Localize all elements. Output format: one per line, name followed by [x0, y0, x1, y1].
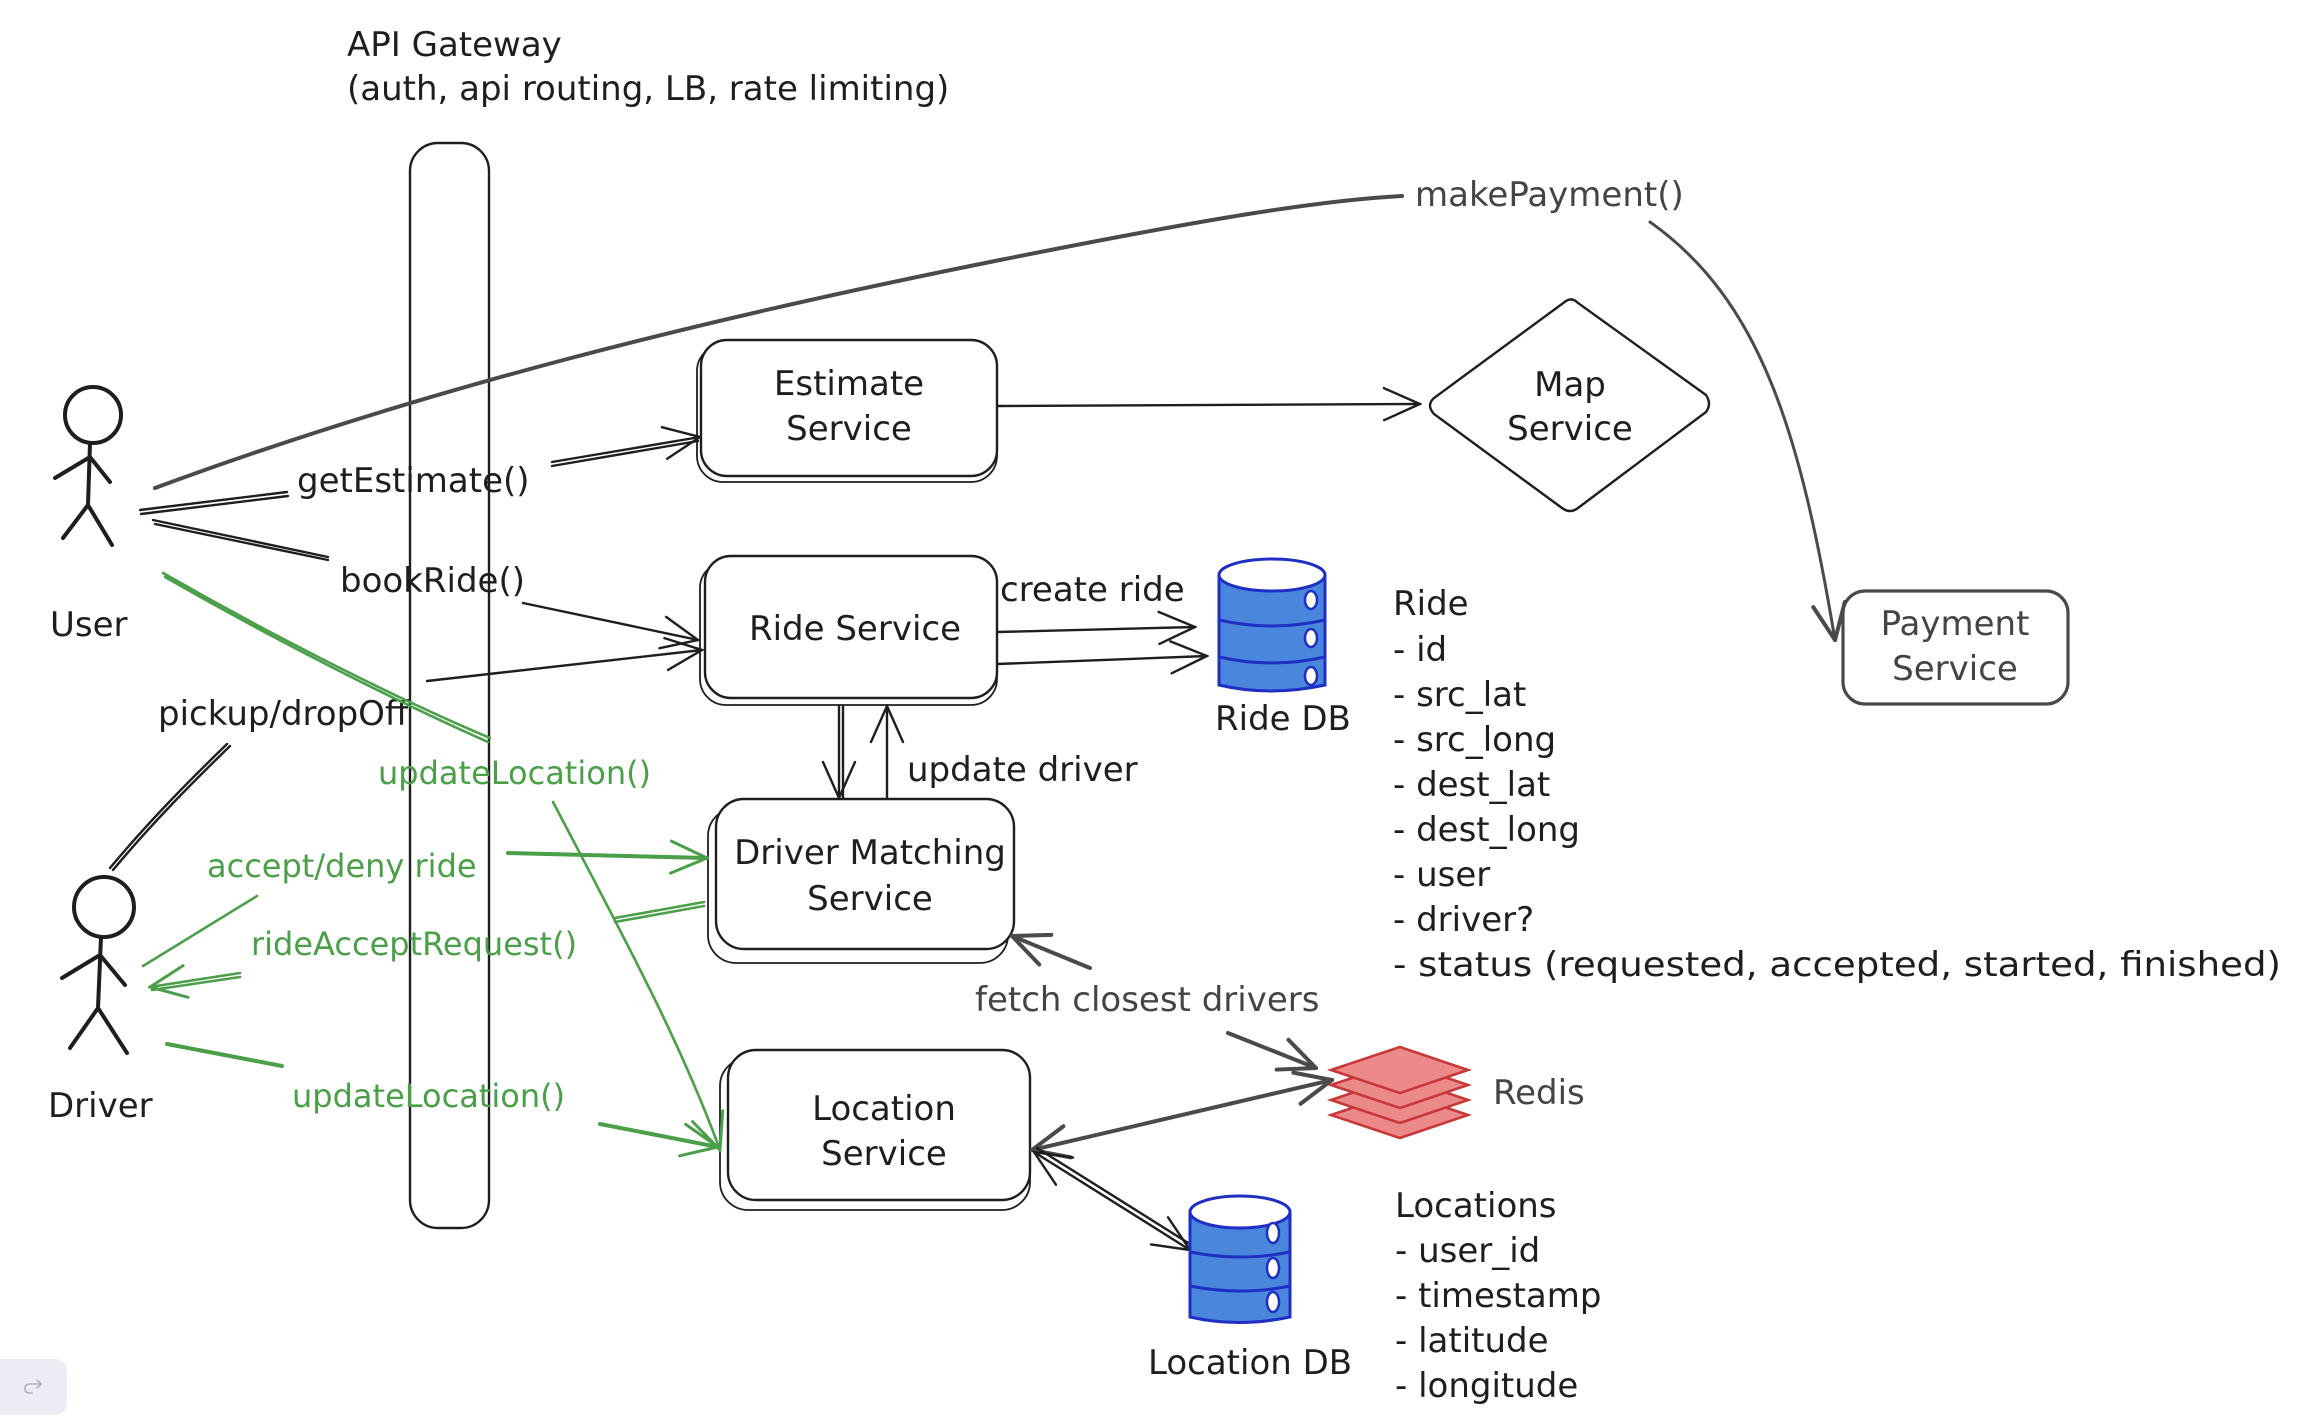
map-service-line1: Map — [1534, 365, 1606, 405]
driver-head-icon — [72, 875, 136, 939]
driver-accept-line[interactable] — [141, 894, 259, 968]
map-service[interactable]: Map Service — [1428, 298, 1711, 513]
ride-db[interactable]: Ride DB — [1215, 557, 1351, 739]
locations-field: - longitude — [1395, 1366, 1578, 1406]
estimate-service-line1: Estimate — [774, 364, 924, 404]
create-ride-arrow-1[interactable] — [995, 627, 1195, 632]
update-location-top-label: updateLocation() — [378, 754, 651, 792]
ride-field: - dest_lat — [1393, 765, 1550, 805]
fetch-to-matching-arrow[interactable] — [1012, 936, 1092, 970]
ride-service-label: Ride Service — [749, 609, 961, 649]
ride-field: - src_long — [1393, 720, 1556, 760]
driver-matching-line1: Driver Matching — [734, 833, 1006, 873]
ride-schema: Ride - id - src_lat - src_long - dest_la… — [1393, 584, 2281, 985]
estimate-service[interactable]: Estimate Service — [696, 338, 999, 483]
pickup-dropoff-edge-line[interactable] — [108, 742, 232, 872]
get-estimate-edge-line[interactable] — [138, 490, 290, 516]
ride-field: - dest_long — [1393, 810, 1580, 850]
fetch-closest-label: fetch closest drivers — [975, 980, 1319, 1020]
make-payment-to-payment-arrow[interactable] — [1648, 220, 1835, 640]
payment-service-line2: Service — [1892, 649, 2018, 689]
location-db-arrow-stroke — [1035, 1146, 1195, 1248]
ride-field: - id — [1393, 630, 1447, 670]
book-ride-edge-line[interactable] — [151, 518, 330, 562]
accept-deny-label: accept/deny ride — [207, 847, 477, 885]
driver-update-location-line[interactable] — [165, 1042, 284, 1068]
update-location-bottom-label: updateLocation() — [292, 1077, 565, 1115]
location-db-arrow[interactable] — [1034, 1152, 1190, 1250]
book-ride-label: bookRide() — [340, 561, 525, 601]
ride-service[interactable]: Ride Service — [699, 554, 999, 706]
book-ride-arrow[interactable] — [521, 601, 698, 640]
pickup-dropoff-label: pickup/dropOff — [158, 694, 410, 734]
locations-schema-title: Locations — [1395, 1186, 1557, 1226]
get-estimate-label: getEstimate() — [297, 461, 530, 501]
locations-schema: Locations - user_id - timestamp - latitu… — [1395, 1186, 1601, 1406]
driver-matching-line2: Service — [807, 879, 933, 919]
location-db[interactable]: Location DB — [1148, 1194, 1352, 1383]
user-actor[interactable]: User — [50, 385, 128, 645]
driver-actor[interactable]: Driver — [48, 875, 153, 1126]
ride-accept-request-arrow-stroke — [150, 975, 242, 992]
create-ride-arrow-2[interactable] — [995, 656, 1207, 664]
ride-accept-request-arrow[interactable] — [150, 973, 242, 987]
ride-db-label: Ride DB — [1215, 699, 1351, 739]
api-gateway-pillar[interactable] — [408, 141, 491, 1230]
accept-deny-arrow[interactable] — [506, 853, 707, 858]
driver-matching-service[interactable]: Driver Matching Service — [707, 797, 1016, 964]
location-redis-arrow[interactable] — [1032, 1080, 1332, 1150]
ride-accept-request-label: rideAcceptRequest() — [251, 925, 577, 963]
ride-field: - user — [1393, 855, 1490, 895]
ride-field: - src_lat — [1393, 675, 1526, 715]
api-gateway-title: API Gateway — [347, 25, 562, 65]
get-estimate-arrow-stroke — [550, 439, 700, 468]
location-service[interactable]: Location Service — [719, 1048, 1032, 1211]
update-driver-label: update driver — [907, 750, 1138, 790]
create-ride-label: create ride — [1000, 570, 1185, 610]
update-location-bottom-arrow[interactable] — [598, 1122, 718, 1147]
payment-service[interactable]: Payment Service — [1841, 589, 2070, 706]
location-db-label: Location DB — [1148, 1343, 1352, 1383]
location-service-line1: Location — [812, 1089, 956, 1129]
location-service-line2: Service — [821, 1134, 947, 1174]
get-estimate-arrow[interactable] — [550, 437, 700, 464]
locations-field: - user_id — [1395, 1231, 1540, 1271]
redo-icon — [23, 1379, 42, 1394]
user-label: User — [50, 605, 128, 645]
make-payment-label: makePayment() — [1415, 175, 1684, 215]
redis-label: Redis — [1493, 1073, 1585, 1113]
matching-to-ride-accept-line[interactable] — [613, 900, 706, 924]
user-update-location-line[interactable] — [161, 571, 492, 744]
pickup-dropoff-arrow[interactable] — [425, 650, 702, 683]
user-head-icon — [63, 385, 123, 445]
locations-field: - timestamp — [1395, 1276, 1601, 1316]
api-gateway-subtitle: (auth, api routing, LB, rate limiting) — [347, 69, 949, 109]
ride-schema-title: Ride — [1393, 584, 1469, 624]
payment-service-line1: Payment — [1881, 604, 2030, 644]
locations-field: - latitude — [1395, 1321, 1549, 1361]
driver-label: Driver — [48, 1086, 153, 1126]
user-body-icon — [53, 441, 114, 547]
estimate-to-map-arrow[interactable] — [995, 404, 1420, 406]
api-gateway-label: API Gateway (auth, api routing, LB, rate… — [347, 25, 949, 109]
ride-field: - driver? — [1393, 900, 1534, 940]
fetch-to-redis-arrow[interactable] — [1226, 1031, 1316, 1068]
estimate-service-line2: Service — [786, 409, 912, 449]
driver-body-icon — [60, 935, 129, 1055]
update-location-to-location-arrow[interactable] — [551, 800, 720, 1150]
map-service-line2: Service — [1507, 409, 1633, 449]
make-payment-edge[interactable] — [153, 194, 1404, 490]
redis-store[interactable]: Redis — [1326, 1045, 1585, 1140]
redo-button[interactable] — [0, 1359, 67, 1415]
ride-field: - status (requested, accepted, started, … — [1393, 945, 2281, 985]
